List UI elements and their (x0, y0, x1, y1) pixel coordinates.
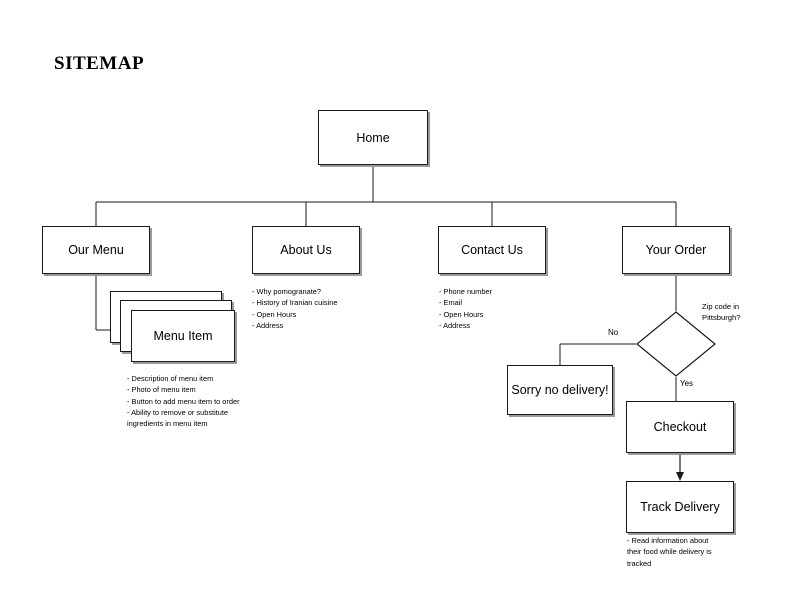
menu-item-card-front[interactable]: Menu Item (131, 310, 235, 362)
edge-label-no: No (608, 328, 619, 337)
node-about-us[interactable]: About Us (252, 226, 360, 274)
node-track-delivery-label: Track Delivery (640, 500, 720, 514)
node-contact-us-label: Contact Us (461, 243, 523, 257)
node-contact-us[interactable]: Contact Us (438, 226, 546, 274)
page-title: SITEMAP (54, 53, 145, 74)
node-checkout[interactable]: Checkout (626, 401, 734, 453)
node-home-label: Home (356, 130, 390, 145)
node-about-us-label: About Us (280, 243, 332, 257)
node-your-order[interactable]: Your Order (622, 226, 730, 274)
node-checkout-label: Checkout (653, 420, 707, 434)
node-home[interactable]: Home (318, 110, 428, 165)
node-your-order-label: Your Order (645, 243, 707, 257)
notes-menu-item: - Description of menu item - Photo of me… (127, 374, 240, 428)
node-sorry-no-delivery-label: Sorry no delivery! (511, 383, 609, 397)
notes-about-us: - Why pomogranate? - History of Iranian … (252, 287, 338, 330)
notes-contact-us: - Phone number - Email - Open Hours - Ad… (439, 287, 492, 330)
decision-zip-code[interactable] (636, 311, 716, 377)
node-track-delivery[interactable]: Track Delivery (626, 481, 734, 533)
node-our-menu[interactable]: Our Menu (42, 226, 150, 274)
decision-zip-code-label: Zip code in Pittsburgh? (702, 302, 741, 322)
arrowhead-track-delivery (676, 472, 684, 481)
node-our-menu-label: Our Menu (68, 243, 124, 257)
notes-track-delivery: - Read information about their food whil… (627, 536, 712, 568)
node-sorry-no-delivery[interactable]: Sorry no delivery! (507, 365, 613, 415)
menu-item-label: Menu Item (153, 329, 213, 343)
edge-label-yes: Yes (680, 379, 694, 388)
